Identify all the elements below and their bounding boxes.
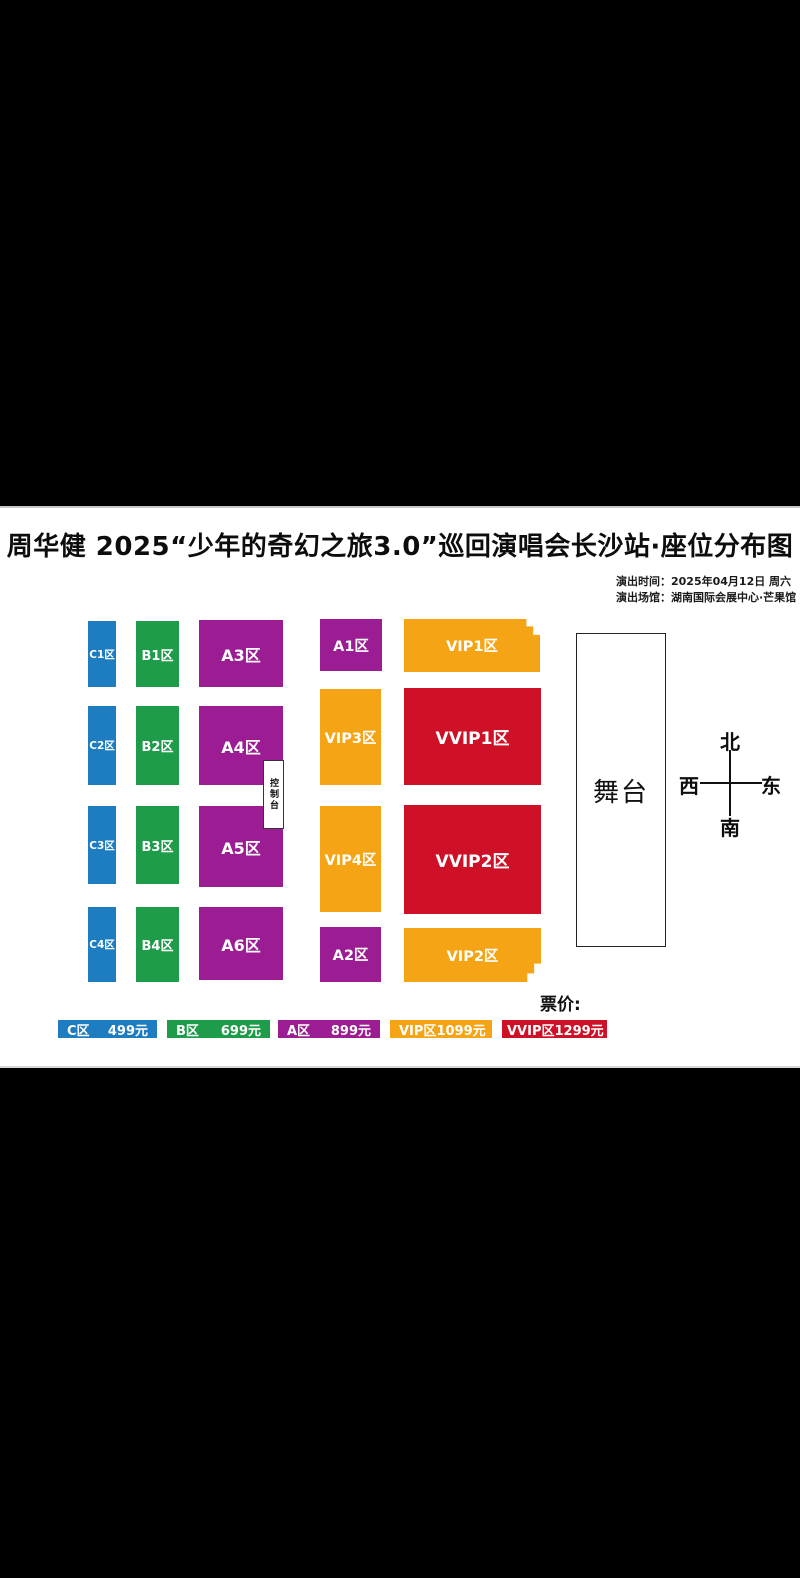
compass-south-label: 南 [720, 816, 740, 840]
show-info: 演出时间：2025年04月12日 周六 演出场馆：湖南国际会展中心·芒果馆 [616, 574, 796, 605]
section-b2: B2区 [136, 706, 179, 785]
show-time-line: 演出时间：2025年04月12日 周六 [616, 575, 792, 588]
section-vip1: VIP1区 [404, 619, 540, 672]
legend-item-b: B区 699元 [167, 1020, 270, 1039]
control-booth: 控制台 [263, 760, 284, 829]
section-c4: C4区 [88, 907, 116, 982]
section-a2: A2区 [320, 927, 381, 982]
legend-item-a: A区 899元 [278, 1020, 380, 1039]
legend-price-b: 699元 [220, 1023, 261, 1039]
section-vip3: VIP3区 [320, 689, 381, 785]
legend-name-a: A区 [287, 1023, 311, 1039]
legend-item-vvip: VVIP区 1299元 [502, 1020, 607, 1039]
section-b4: B4区 [136, 907, 179, 982]
section-c1: C1区 [88, 621, 116, 687]
compass-horizontal-line [700, 782, 762, 784]
page-title: 周华健 2025“少年的奇幻之旅3.0”巡回演唱会长沙站·座位分布图 [6, 532, 794, 562]
legend-name-vvip: VVIP区 [507, 1023, 555, 1039]
compass-east-label: 东 [761, 774, 781, 798]
section-a6: A6区 [199, 907, 283, 980]
section-a4: A4区 [199, 706, 283, 785]
section-vvip1: VVIP1区 [404, 688, 541, 785]
seating-map-panel: 周华健 2025“少年的奇幻之旅3.0”巡回演唱会长沙站·座位分布图 演出时间：… [0, 506, 800, 1068]
section-c3: C3区 [88, 806, 116, 884]
legend-item-c: C区 499元 [58, 1020, 157, 1039]
section-b1: B1区 [136, 621, 179, 687]
compass: 北 西 东 南 [670, 720, 790, 850]
venue-line: 演出场馆：湖南国际会展中心·芒果馆 [616, 590, 797, 604]
section-c2: C2区 [88, 706, 116, 785]
legend-name-c: C区 [67, 1023, 90, 1039]
legend-price-vvip: 1299元 [554, 1023, 604, 1039]
section-vvip2: VVIP2区 [404, 805, 541, 914]
section-vip4: VIP4区 [320, 806, 381, 912]
legend-price-a: 899元 [330, 1023, 371, 1039]
legend-item-vip: VIP区 1099元 [390, 1020, 492, 1039]
section-b3: B3区 [136, 806, 179, 884]
compass-north-label: 北 [720, 730, 740, 754]
legend-name-b: B区 [176, 1023, 199, 1039]
stage: 舞台 [576, 633, 666, 947]
section-vip2: VIP2区 [404, 928, 541, 982]
compass-west-label: 西 [679, 774, 699, 798]
section-a1: A1区 [320, 619, 382, 671]
legend-name-vip: VIP区 [399, 1023, 437, 1039]
section-a3: A3区 [199, 620, 283, 687]
price-heading: 票价: [540, 995, 581, 1015]
legend-price-c: 499元 [107, 1023, 148, 1039]
legend-price-vip: 1099元 [436, 1023, 486, 1039]
